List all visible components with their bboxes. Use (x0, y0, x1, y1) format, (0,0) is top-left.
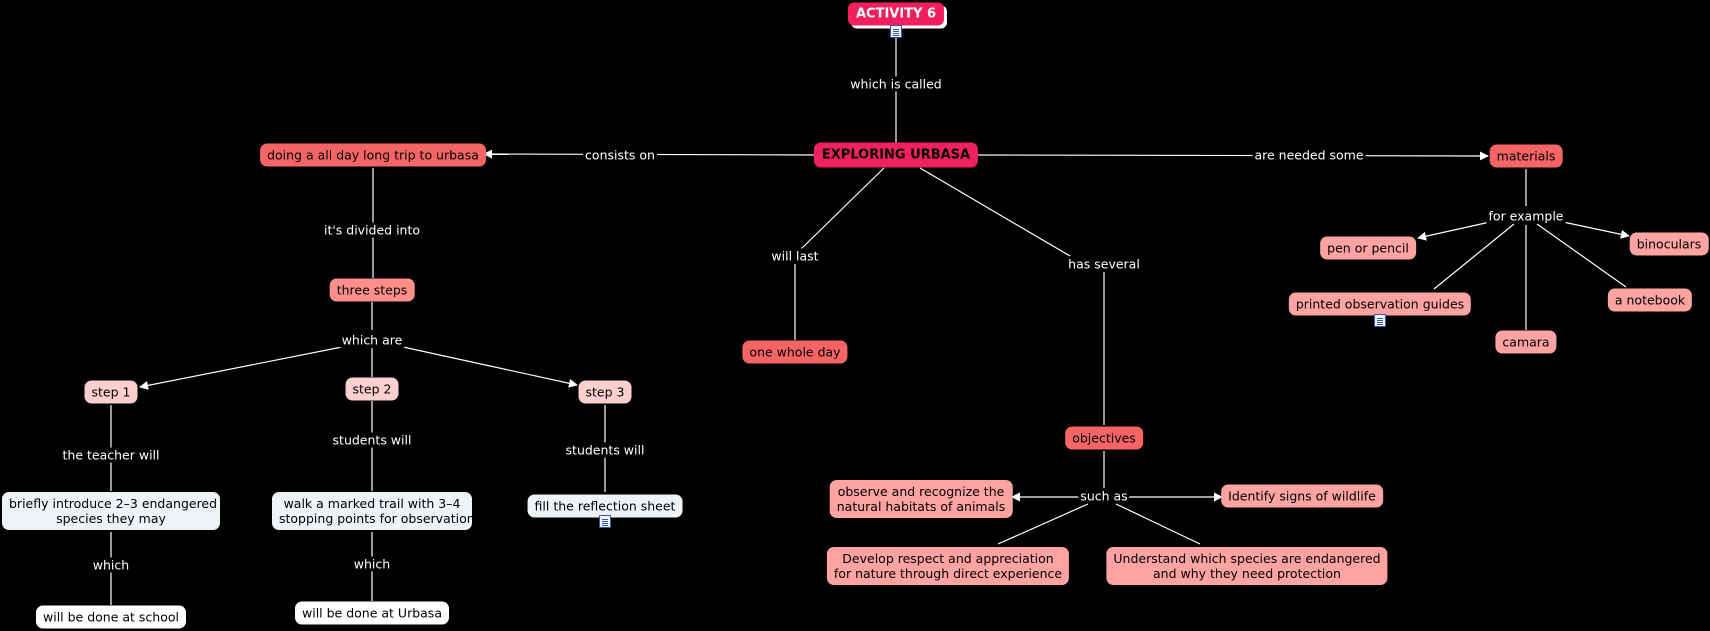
link-label-example: for example (1486, 208, 1566, 224)
guides-node[interactable]: printed observation guides (1288, 292, 1472, 316)
link-label-which2: which (351, 556, 393, 572)
step3-node[interactable]: step 3 (578, 380, 632, 404)
document-resource-icon[interactable] (1374, 314, 1386, 327)
whole-day-node[interactable]: one whole day (742, 340, 848, 364)
document-resource-icon[interactable] (890, 25, 902, 38)
camara-node[interactable]: camara (1495, 330, 1557, 354)
link-label-which1: which (90, 557, 132, 573)
notebook-node[interactable]: a notebook (1607, 288, 1693, 312)
link-label-students2: students will (330, 432, 414, 448)
trip-node[interactable]: doing a all day long trip to urbasa (260, 143, 486, 167)
link-label-teacher: the teacher will (60, 447, 162, 463)
link-label-consists: consists on (583, 147, 657, 163)
link-label-last: will last (769, 248, 821, 264)
walk-node[interactable]: walk a marked trail with 3–4 stopping po… (272, 492, 475, 530)
develop-node[interactable]: Develop respect and appreciation for nat… (826, 547, 1070, 585)
binoculars-node[interactable]: binoculars (1629, 232, 1709, 256)
objectives-node[interactable]: objectives (1065, 426, 1143, 450)
document-resource-icon[interactable] (599, 515, 611, 528)
reflection-node[interactable]: fill the reflection sheet (527, 494, 683, 518)
link-label-divided: it's divided into (321, 222, 423, 238)
link-label-needed: are needed some (1252, 147, 1366, 163)
observe-node[interactable]: observe and recognize the natural habita… (829, 480, 1013, 518)
step2-node[interactable]: step 2 (345, 377, 399, 401)
root-node[interactable]: EXPLORING URBASA (813, 142, 979, 168)
link-label-students3: students will (563, 442, 647, 458)
link-label-which-are: which are (339, 332, 405, 348)
link-label-such-as: such as (1078, 488, 1130, 504)
activity-node[interactable]: ACTIVITY 6 (847, 2, 945, 26)
pen-node[interactable]: pen or pencil (1320, 236, 1416, 260)
identify-node[interactable]: Identify signs of wildlife (1221, 484, 1383, 508)
introduce-node[interactable]: briefly introduce 2–3 endangered species… (2, 492, 220, 530)
urbasa-node[interactable]: will be done at Urbasa (295, 601, 449, 625)
materials-node[interactable]: materials (1489, 144, 1563, 168)
link-label-several: has several (1066, 256, 1142, 272)
step1-node[interactable]: step 1 (84, 380, 138, 404)
three-steps-node[interactable]: three steps (329, 278, 415, 302)
school-node[interactable]: will be done at school (36, 605, 186, 629)
understand-node[interactable]: Understand which species are endangered … (1106, 547, 1388, 585)
link-label-called: which is called (848, 76, 944, 92)
